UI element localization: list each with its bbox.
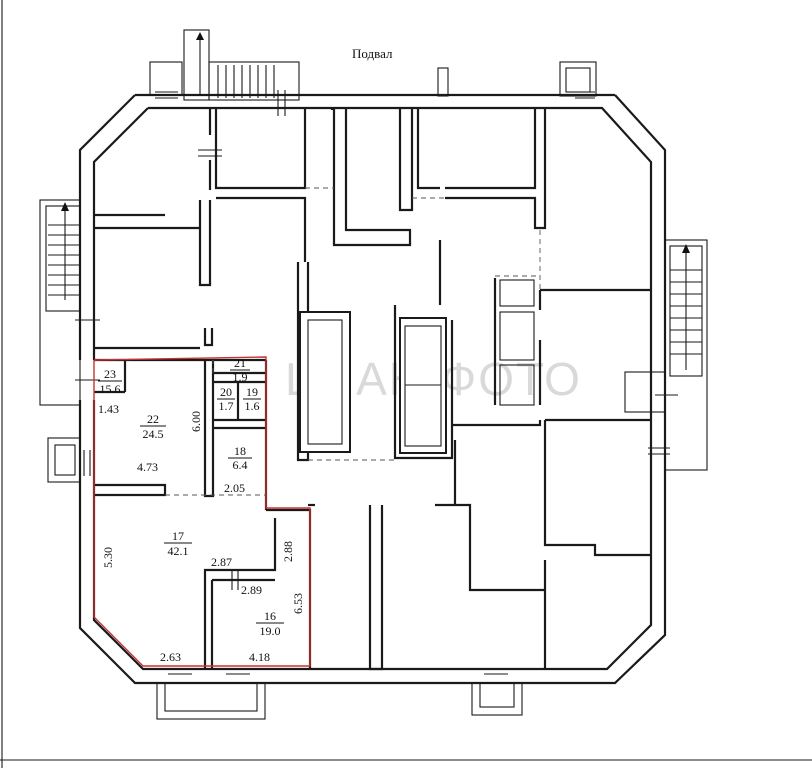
interior-walls — [94, 108, 651, 671]
dim-5-30: 5.30 — [101, 547, 115, 568]
dim-6-53: 6.53 — [291, 593, 305, 614]
room-22-area: 24.5 — [143, 427, 164, 441]
room-labels: 23 15.6 21 1.9 20 1.7 19 1.6 22 24.5 18 … — [98, 356, 284, 638]
room-20-number: 20 — [220, 385, 232, 399]
dimension-labels: 1.43 6.00 4.73 2.05 5.30 2.87 2.88 2.89 … — [98, 402, 305, 664]
room-18-area: 6.4 — [233, 458, 248, 472]
room-19-number: 19 — [246, 385, 258, 399]
dim-6-00: 6.00 — [189, 411, 203, 432]
dashed-openings — [165, 187, 541, 496]
outer-walls — [78, 93, 667, 685]
dim-2-05: 2.05 — [224, 481, 245, 495]
door-marks — [75, 90, 678, 675]
room-21-number: 21 — [234, 356, 246, 370]
dim-2-87: 2.87 — [211, 555, 232, 569]
room-19-area: 1.6 — [245, 399, 260, 413]
room-18-number: 18 — [234, 444, 246, 458]
room-20-area: 1.7 — [219, 399, 234, 413]
stair-top — [149, 29, 300, 101]
unit-outline — [93, 356, 311, 667]
room-23-area: 15.6 — [100, 382, 121, 396]
floor-title: Подвал — [352, 46, 393, 61]
room-17-number: 17 — [172, 529, 184, 543]
room-16-area: 19.0 — [260, 624, 281, 638]
dim-4-73: 4.73 — [137, 460, 158, 474]
dim-2-89: 2.89 — [241, 583, 262, 597]
room-21-area: 1.9 — [233, 370, 248, 384]
dim-2-63: 2.63 — [160, 650, 181, 664]
room-16-number: 16 — [264, 609, 276, 623]
dim-1-43: 1.43 — [98, 402, 119, 416]
stair-left — [39, 199, 81, 406]
room-23-number: 23 — [104, 367, 116, 381]
room-22-number: 22 — [147, 412, 159, 426]
dim-4-18: 4.18 — [249, 650, 270, 664]
dim-2-88: 2.88 — [281, 541, 295, 562]
stair-right — [624, 239, 708, 471]
room-17-area: 42.1 — [168, 544, 189, 558]
